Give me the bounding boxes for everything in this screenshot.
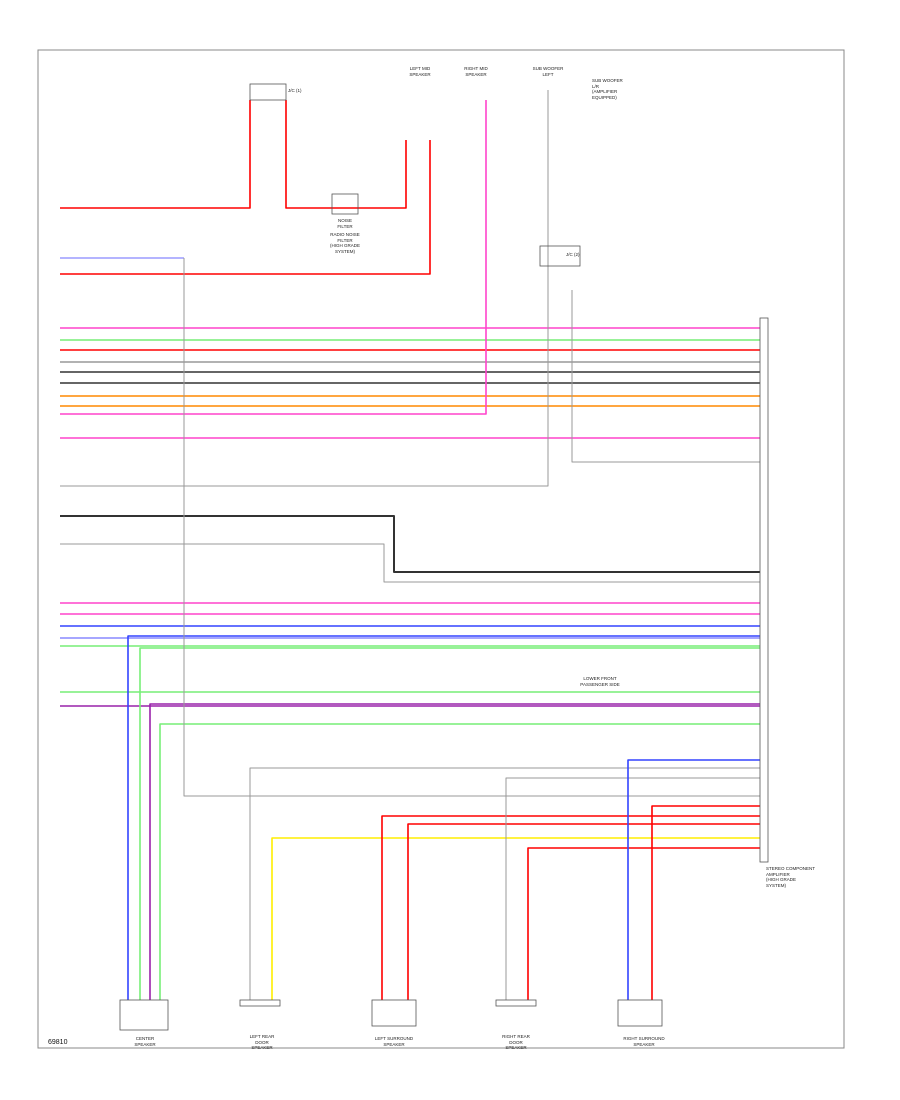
wire-gray-29 (183, 258, 760, 797)
diagram-code: 69810 (48, 1039, 68, 1046)
wire-red-35 (527, 847, 760, 1000)
relay-box-2 (539, 245, 581, 267)
diagram-frame (37, 49, 845, 1049)
wire-green-26 (139, 647, 760, 1000)
wire-yellow-31 (271, 837, 760, 1000)
relay-label-2: J/C (2) (566, 252, 580, 257)
center-speaker-label: CENTER SPEAKER (134, 1036, 156, 1047)
left-surround-speaker-label: LEFT SURROUND SPEAKER (374, 1036, 414, 1047)
wire-gray-30 (249, 767, 760, 1000)
wire-gray-34 (505, 777, 760, 1000)
connector-right-mid: RIGHT MID SPEAKER (464, 66, 488, 77)
noise-filter-box (331, 193, 359, 215)
amplifier-body (759, 317, 769, 863)
fuse-note-label: RADIO NOISE FILTER (HIGH GRADE SYSTEM) (329, 232, 361, 254)
wire-purple-27 (149, 703, 760, 1000)
wire-pink-20 (60, 100, 487, 415)
wire-red-17 (285, 100, 407, 209)
wire-red-33 (407, 823, 760, 1000)
left-surround-speaker-box (371, 999, 417, 1027)
relay-label-1: J/C (1) (288, 88, 302, 93)
module-label: STEREO COMPONENT AMPLIFIER (HIGH GRADE S… (766, 866, 816, 888)
left-rear-door-speaker-label: LEFT REAR DOOR SPEAKER (249, 1034, 275, 1050)
wire-red-37 (651, 805, 760, 1000)
right-rear-door-speaker-box (495, 999, 537, 1007)
junction-note: LOWER FRONT PASSENGER SIDE (580, 676, 620, 687)
wire-green-28 (159, 723, 760, 1000)
right-surround-speaker-label: RIGHT SURROUND SPEAKER (623, 1036, 665, 1047)
wire-blue-36 (627, 759, 760, 1000)
wire-red-32 (381, 815, 760, 1000)
wire-gray-22 (571, 290, 760, 463)
wire-red-16 (60, 100, 251, 209)
wire-gray-21 (60, 90, 549, 487)
center-speaker-box (119, 999, 169, 1031)
left-rear-door-speaker-box (239, 999, 281, 1007)
connector-sub-woofer-note: SUB WOOFER L/R (AMPLIFIER EQUIPPED) (592, 78, 623, 100)
right-surround-speaker-box (617, 999, 663, 1027)
wire-blue-25 (127, 635, 760, 1000)
noise-filter-label: NOISE FILTER (337, 218, 353, 229)
wire-gray-24 (60, 543, 760, 583)
relay-box-1 (249, 83, 287, 101)
wire-red-19 (60, 140, 431, 275)
wires-layer (60, 90, 760, 1000)
connector-sub-woofer: SUB WOOFER LEFT (532, 66, 564, 77)
wire-black-23 (60, 515, 760, 573)
connector-left-mid: LEFT MID SPEAKER (409, 66, 431, 77)
components-layer (119, 83, 769, 1031)
right-rear-door-speaker-label: RIGHT REAR DOOR SPEAKER (502, 1034, 530, 1050)
